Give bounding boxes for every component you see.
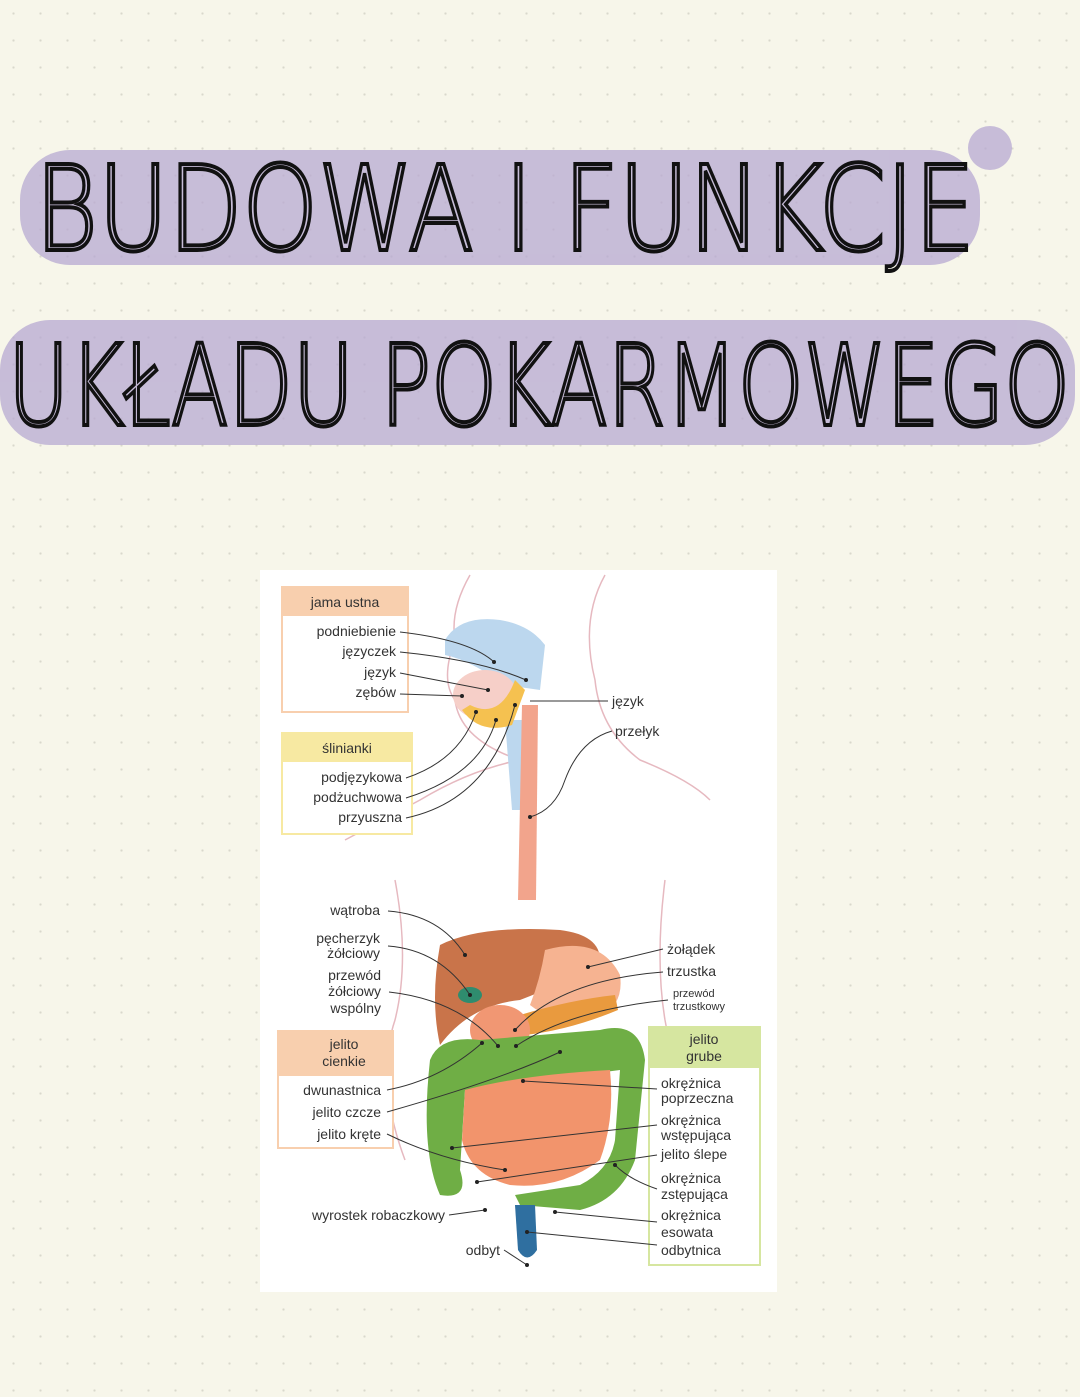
label-jelito-slepe: jelito ślepe [660, 1146, 727, 1162]
label-podniebienie: podniebienie [317, 623, 397, 639]
label-dwunastnica: dwunastnica [303, 1082, 381, 1098]
label-pecherzyk-2: żółciowy [327, 945, 380, 961]
salivary-glands [462, 680, 525, 728]
label-przewod-zolciowy-2: żółciowy [328, 983, 381, 999]
title-highlight [0, 126, 1075, 445]
label-zebow: zębów [356, 684, 397, 700]
small-intestine [462, 1070, 612, 1186]
label-przewod-trzustkowy-1: przewód [673, 988, 715, 1000]
label-przelyk: przełyk [615, 723, 660, 739]
label-przewod-trzustkowy-2: trzustkowy [673, 1001, 725, 1013]
label-jezyk: język [363, 664, 397, 680]
label-pecherzyk-1: pęcherzyk [316, 930, 381, 946]
label-wyrostek: wyrostek robaczkowy [311, 1207, 445, 1223]
label-odbytnica: odbytnica [661, 1242, 721, 1258]
label-okreznica-zstepujaca-1: okrężnica [661, 1170, 721, 1186]
nasal-cavity [445, 619, 545, 690]
group-jelito-cienkie: jelito cienkie dwunastnica jelito czcze … [277, 1030, 394, 1149]
label-odbyt: odbyt [466, 1242, 500, 1258]
label-zoladek: żołądek [667, 941, 716, 957]
label-jezyk-right: język [611, 693, 645, 709]
leader-lines [386, 631, 669, 1267]
esophagus [518, 705, 538, 900]
page-title: BUDOWA I FUNKCJE UKŁADU POKARMOWEGO [0, 126, 1075, 454]
label-przewod-zolciowy-1: przewód [328, 967, 381, 983]
group-header-2: cienkie [322, 1053, 366, 1069]
label-okreznica-esowata-1: okrężnica [661, 1207, 721, 1223]
group-header-1: jelito [689, 1031, 719, 1047]
group-jama-ustna: jama ustna podniebienie języczek język z… [281, 586, 409, 713]
label-okreznica-wstepujaca-2: wstępująca [660, 1127, 731, 1143]
label-przewod-zolciowy-3: wspólny [329, 1000, 381, 1016]
label-podzuchwowa: podżuchwowa [313, 789, 402, 805]
label-jelito-krete: jelito kręte [316, 1126, 381, 1142]
label-podjezykowa: podjęzykowa [321, 769, 402, 785]
label-jezyczek: języczek [341, 643, 397, 659]
title-line-2: UKŁADU POKARMOWEGO [8, 322, 1070, 452]
title-line-1: BUDOWA I FUNKCJE [35, 140, 975, 278]
group-jelito-grube: jelito grube okrężnica poprzeczna okrężn… [648, 1026, 761, 1266]
group-slinianki: ślinianki podjęzykowa podżuchwowa przyus… [281, 732, 413, 835]
group-header-1: jelito [329, 1036, 359, 1052]
label-jelito-czcze: jelito czcze [312, 1104, 382, 1120]
group-header: ślinianki [322, 740, 372, 756]
label-okreznica-esowata-2: esowata [661, 1224, 713, 1240]
label-przyuszna: przyuszna [338, 809, 402, 825]
label-okreznica-wstepujaca-1: okrężnica [661, 1112, 721, 1128]
label-okreznica-poprzeczna-1: okrężnica [661, 1075, 721, 1091]
label-watroba: wątroba [329, 902, 380, 918]
pancreas [520, 995, 618, 1035]
label-okreznica-poprzeczna-2: poprzeczna [661, 1090, 734, 1106]
group-header: jama ustna [310, 594, 380, 610]
group-header-2: grube [686, 1048, 722, 1064]
label-trzustka: trzustka [667, 963, 716, 979]
label-okreznica-zstepujaca-2: zstępująca [661, 1186, 728, 1202]
